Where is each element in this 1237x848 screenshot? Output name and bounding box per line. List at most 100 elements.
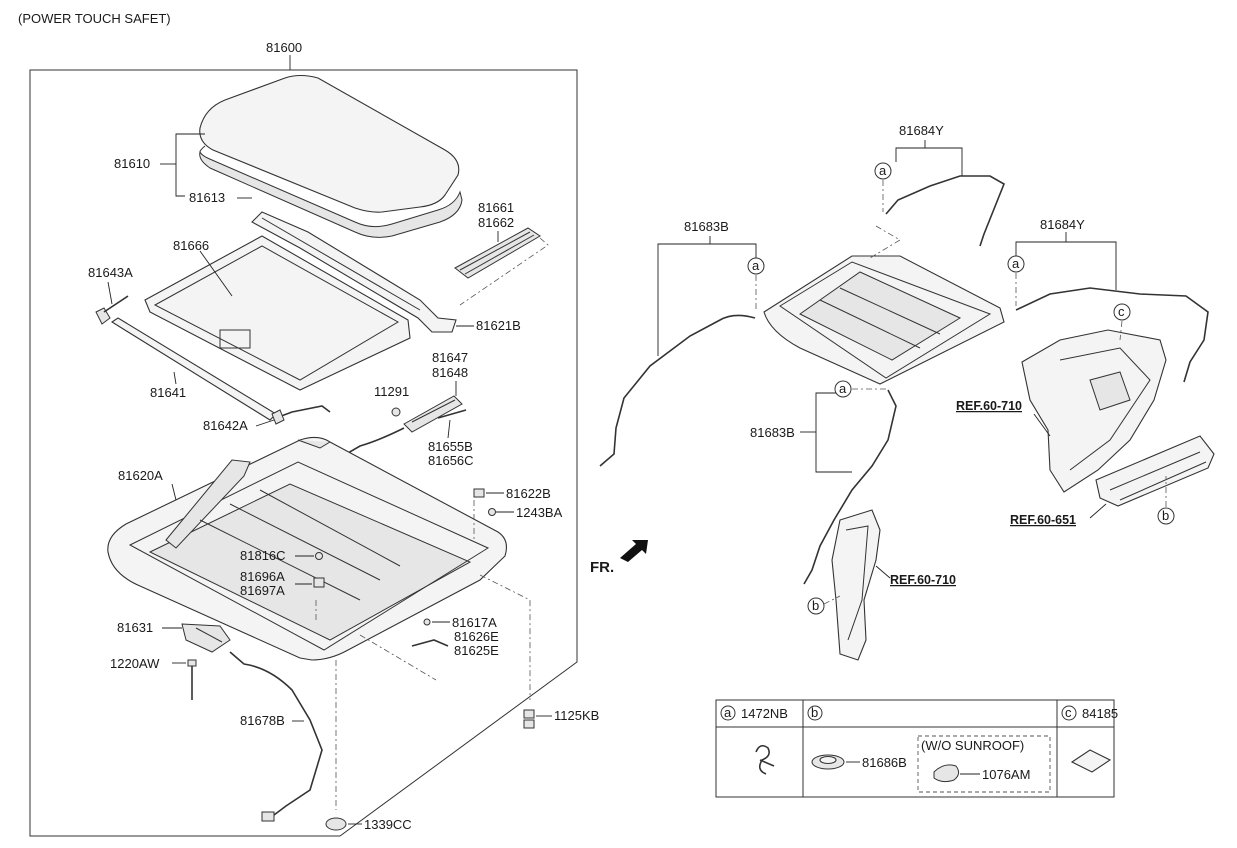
label-81631[interactable]: 81631 (117, 620, 153, 635)
callout-a-lower (834, 380, 852, 398)
leader-81620A (171, 483, 177, 501)
pad-84185 (1070, 749, 1112, 773)
grommet-1339CC (325, 817, 347, 831)
dash-81684Y (869, 225, 901, 259)
clip-1472NB-icon (755, 744, 775, 775)
label-81684Y-right[interactable]: 81684Y (1040, 217, 1085, 232)
rear-rail-section (1095, 435, 1215, 507)
table-callout-c-letter: c (1065, 705, 1072, 720)
ref-710-right[interactable]: REF.60-710 (956, 399, 1022, 413)
leader-81641 (173, 371, 177, 385)
label-81816C[interactable]: 81816C (240, 548, 286, 563)
bracket-81684Y-top (895, 147, 963, 176)
table-callout-c (1061, 705, 1077, 721)
label-81648[interactable]: 81648 (432, 365, 468, 380)
harness-81678B (229, 651, 323, 819)
leader-81642A (255, 419, 275, 427)
label-81662[interactable]: 81662 (478, 215, 514, 230)
callout-a-lower-letter: a (839, 381, 847, 396)
clip-81696A (313, 577, 325, 588)
drive-motor-81631 (181, 623, 231, 653)
table-part-81686B[interactable]: 81686B (862, 755, 907, 770)
label-81600[interactable]: 81600 (266, 40, 302, 55)
label-81656C[interactable]: 81656C (428, 453, 474, 468)
label-1220AW[interactable]: 1220AW (110, 656, 160, 671)
label-81683B-left[interactable]: 81683B (684, 219, 729, 234)
label-81613[interactable]: 81613 (189, 190, 225, 205)
bolt-1220AW (187, 659, 197, 700)
label-1243BA[interactable]: 1243BA (516, 505, 563, 520)
label-1339CC[interactable]: 1339CC (364, 817, 412, 832)
wind-deflector-strip (454, 227, 541, 279)
screw-1243BA (488, 508, 496, 516)
label-81696A[interactable]: 81696A (240, 569, 285, 584)
label-81666[interactable]: 81666 (173, 238, 209, 253)
callout-b-pillar-letter: b (812, 598, 819, 613)
cable-81655B (437, 409, 467, 419)
callout-c (1113, 303, 1131, 321)
callout-a-left (747, 257, 765, 275)
assembly-outline (29, 69, 578, 837)
table-part-1472NB[interactable]: 1472NB (741, 706, 788, 721)
table-part-84185[interactable]: 84185 (1082, 706, 1118, 721)
label-81617A[interactable]: 81617A (452, 615, 497, 630)
grommet-81686B-center (819, 755, 837, 765)
label-81643A[interactable]: 81643A (88, 265, 133, 280)
label-81625E[interactable]: 81625E (454, 643, 499, 658)
label-81620A[interactable]: 81620A (118, 468, 163, 483)
leader-ref-651 (1089, 503, 1107, 519)
ref-710-bottom[interactable]: REF.60-710 (890, 573, 956, 587)
sunroof-glass (199, 74, 463, 238)
callout-a-right (1007, 255, 1025, 273)
label-81621B[interactable]: 81621B (476, 318, 521, 333)
shade-clip-81642A (271, 405, 331, 425)
table-callout-b-letter: b (811, 705, 818, 720)
motor-81647 (311, 395, 463, 465)
label-81683B-lower[interactable]: 81683B (750, 425, 795, 440)
shade-guide-81643A (95, 295, 129, 325)
leader-ref-710-right (1033, 413, 1051, 437)
pillar-body-section (831, 509, 881, 661)
callout-b-rail-letter: b (1162, 508, 1169, 523)
sunshade-panel (144, 235, 411, 391)
label-11291[interactable]: 11291 (374, 384, 409, 399)
label-81678B[interactable]: 81678B (240, 713, 285, 728)
ref-651[interactable]: REF.60-651 (1010, 513, 1076, 527)
hose-81626E (411, 639, 449, 647)
label-81622B[interactable]: 81622B (506, 486, 551, 501)
callout-a-left-letter: a (752, 258, 760, 273)
callout-a-top-letter: a (879, 163, 887, 178)
label-81661[interactable]: 81661 (478, 200, 514, 215)
leader-81666 (199, 250, 233, 297)
label-81626E[interactable]: 81626E (454, 629, 499, 644)
quarter-body-section (1021, 329, 1167, 493)
hose-81684Y-right (1015, 287, 1209, 383)
label-81641[interactable]: 81641 (150, 385, 186, 400)
hose-81683B-lower (803, 389, 897, 585)
screw-81617A (423, 618, 431, 626)
label-81697A[interactable]: 81697A (240, 583, 285, 598)
callout-b-pillar (807, 597, 825, 615)
direction-label: FR. (590, 559, 614, 576)
label-81610[interactable]: 81610 (114, 156, 150, 171)
callout-c-letter: c (1118, 304, 1125, 319)
bracket-81684Y-right (1015, 241, 1117, 290)
bracket-81622B (473, 488, 485, 498)
label-81684Y-top[interactable]: 81684Y (899, 123, 944, 138)
label-81642A[interactable]: 81642A (203, 418, 248, 433)
dash-c (1119, 320, 1123, 341)
table-part-1076AM[interactable]: 1076AM (982, 767, 1030, 782)
callout-a-right-letter: a (1012, 256, 1020, 271)
leader-81610-bracket (175, 133, 205, 197)
assembly-dash-lines (315, 500, 531, 810)
table-note-wo-sunroof: (W/O SUNROOF) (921, 738, 1024, 753)
sunroof-frame (107, 436, 507, 661)
label-1125KB[interactable]: 1125KB (554, 708, 599, 723)
callout-a-top (874, 162, 892, 180)
direction-arrow-icon (620, 540, 648, 562)
label-81647[interactable]: 81647 (432, 350, 468, 365)
label-81655B[interactable]: 81655B (428, 439, 473, 454)
screw-81816C (315, 552, 323, 560)
wo-sunroof-box (917, 735, 1051, 793)
